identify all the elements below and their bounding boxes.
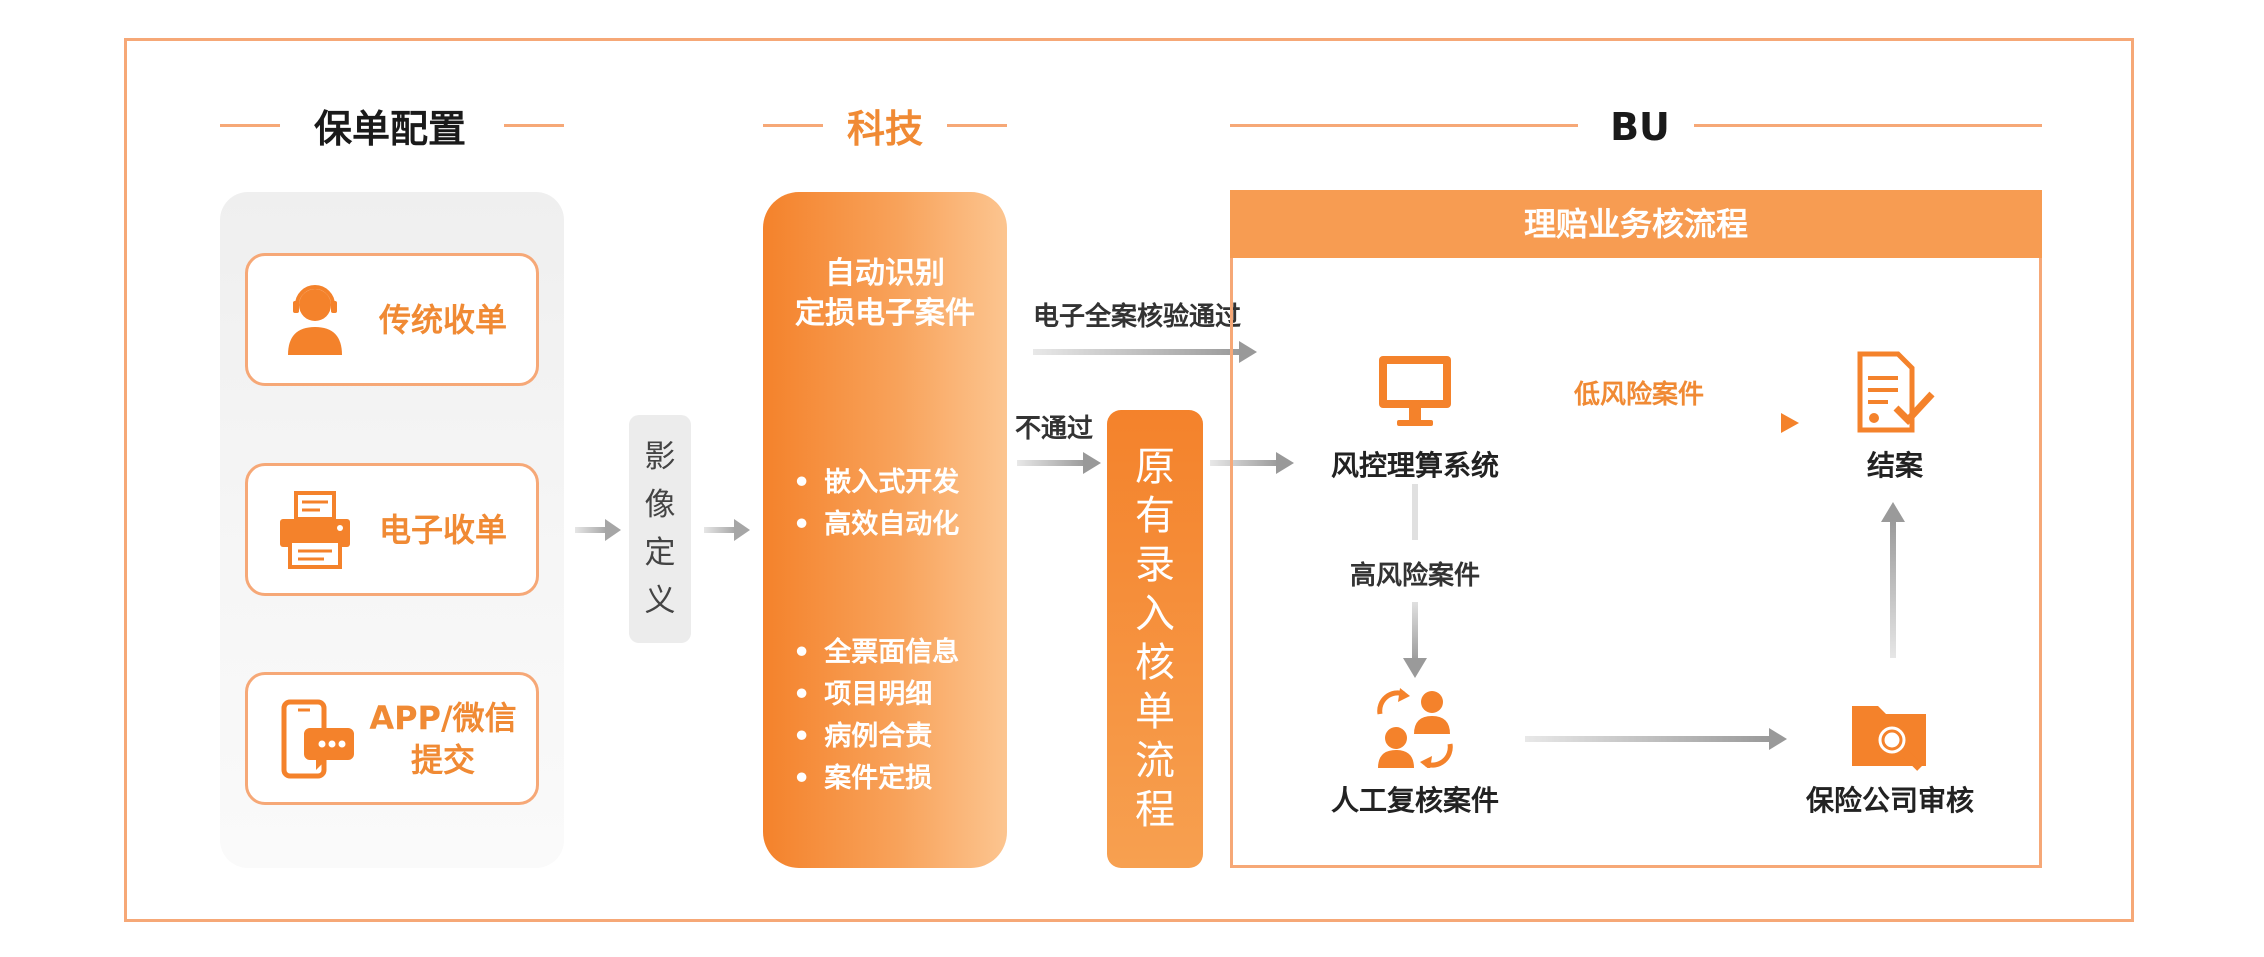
tech-box-title: 自动识别 定损电子案件 [763, 254, 1007, 334]
edge-label-pass: 电子全案核验通过 [1033, 302, 1242, 332]
image-definition-box: 影 像 定 义 [629, 415, 691, 643]
arrow-manual-to-insurer [1525, 728, 1787, 750]
original-process-char: 入 [1135, 591, 1175, 637]
section-rule [220, 124, 280, 127]
original-process-char: 录 [1135, 542, 1175, 588]
node-manual-review: 人工复核案件 [1330, 784, 1499, 817]
input-app-wechat: APP/微信 提交 [245, 672, 539, 805]
image-definition-char: 影 [644, 439, 676, 475]
input-label: APP/微信 提交 [360, 697, 526, 781]
input-label: 电子收单 [378, 510, 507, 549]
section-rule [763, 124, 823, 127]
image-definition-char: 定 [644, 535, 676, 571]
input-label: 传统收单 [378, 300, 507, 339]
original-process-box: 原 有 录 入 核 单 流 程 [1107, 410, 1203, 868]
node-risk-system: 风控理算系统 [1330, 449, 1499, 482]
original-process-char: 核 [1135, 640, 1175, 686]
mobile-chat-icon [281, 699, 354, 778]
folder-search-icon [1852, 706, 1926, 771]
image-definition-char: 像 [644, 487, 676, 523]
input-electronic: 电子收单 [245, 463, 539, 596]
arrow-insurer-to-close [1881, 502, 1905, 658]
arrow-low-risk [1505, 413, 1799, 433]
tech-title-line1: 自动识别 [825, 256, 945, 291]
section-rule [1230, 124, 1578, 127]
section-title-bu: BU [1610, 105, 1670, 149]
section-title-tech: 科技 [846, 107, 923, 151]
bullet-item: 项目明细 [793, 674, 959, 716]
tech-bullets-b: 全票面信息 项目明细 病例合责 案件定损 [793, 632, 959, 800]
section-rule [504, 124, 564, 127]
section-rule [1694, 124, 2042, 127]
tech-title-line2: 定损电子案件 [795, 296, 975, 331]
original-process-char: 流 [1135, 738, 1175, 784]
image-definition-char: 义 [644, 583, 676, 619]
printer-icon [280, 490, 350, 569]
bullet-item: 全票面信息 [793, 632, 959, 674]
tech-auto-recognition-box: 自动识别 定损电子案件 嵌入式开发 高效自动化 全票面信息 项目明细 病例合责 … [763, 192, 1007, 868]
bullet-item: 高效自动化 [793, 504, 959, 546]
arrow-high-risk [1403, 484, 1427, 678]
bullet-item: 案件定损 [793, 758, 959, 800]
original-process-char: 有 [1135, 493, 1175, 539]
arrow-to-image-definition [575, 519, 621, 541]
monitor-icon [1379, 356, 1451, 426]
customer-service-icon [288, 284, 342, 355]
node-close-case: 结案 [1866, 449, 1923, 482]
bullet-item: 病例合责 [793, 716, 959, 758]
arrow-to-tech-box [704, 519, 750, 541]
node-insurer-review: 保险公司审核 [1805, 784, 1974, 817]
input-label-line1: APP/微信 [369, 698, 517, 737]
edge-label-low-risk: 低风险案件 [1574, 380, 1705, 410]
tech-bullets-a: 嵌入式开发 高效自动化 [793, 462, 959, 546]
original-process-char: 单 [1135, 689, 1175, 735]
input-traditional: 传统收单 [245, 253, 539, 386]
document-check-icon [1857, 351, 1935, 433]
edge-label-high-risk: 高风险案件 [1349, 561, 1480, 591]
original-process-char: 程 [1135, 787, 1175, 833]
bullet-item: 嵌入式开发 [793, 462, 959, 504]
people-swap-icon [1377, 688, 1453, 768]
arrow-pass [1033, 341, 1257, 363]
bu-process-header: 理赔业务核流程 [1230, 190, 2042, 258]
section-title-policy: 保单配置 [313, 107, 466, 151]
arrow-orig-to-risk [1210, 452, 1294, 474]
section-rule [947, 124, 1007, 127]
input-label-line2: 提交 [410, 740, 475, 779]
edge-label-fail: 不通过 [1015, 414, 1094, 444]
original-process-char: 原 [1135, 444, 1175, 490]
arrow-fail [1017, 452, 1101, 474]
outer-frame [124, 38, 2134, 922]
